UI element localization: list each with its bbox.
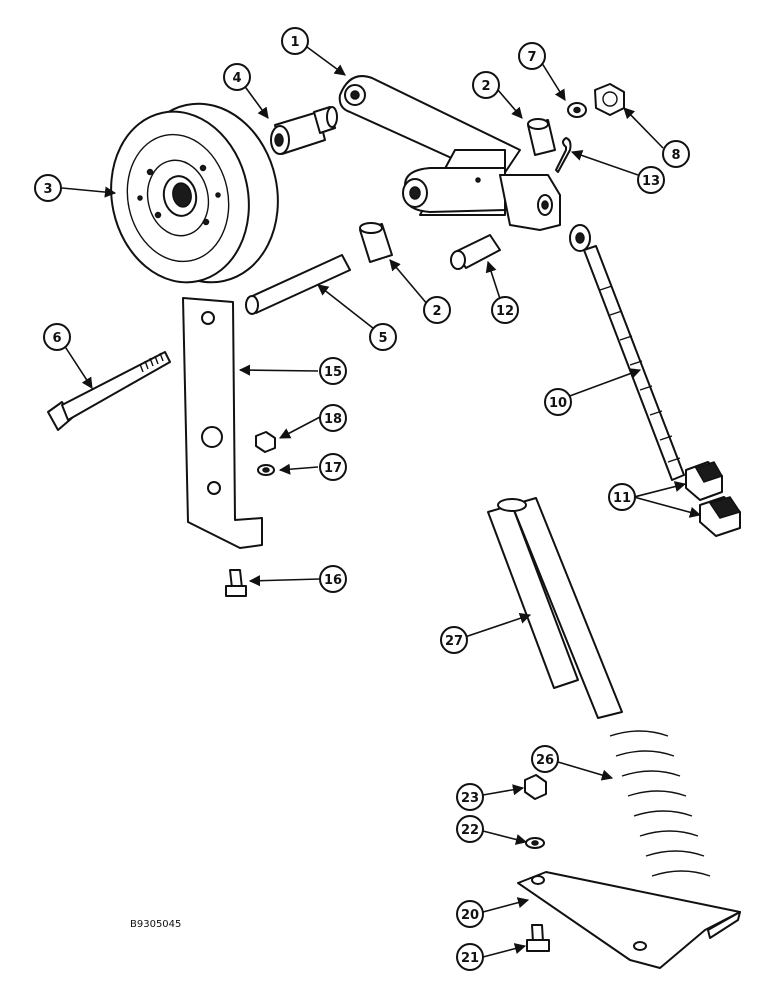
jam-nut-upper (685, 461, 724, 501)
bushing-lower (359, 222, 393, 263)
spring-guide (487, 497, 623, 719)
jam-nut-lower (699, 496, 742, 537)
callout-8: 8 (662, 140, 690, 168)
callout-2-lower: 2 (423, 296, 451, 324)
svg-text:16: 16 (324, 573, 342, 588)
pulley (110, 102, 279, 284)
callout-3: 3 (34, 174, 62, 202)
svg-text:22: 22 (461, 823, 479, 838)
callout-5: 5 (369, 323, 397, 351)
callout-1: 1 (281, 27, 309, 55)
svg-text:11: 11 (613, 491, 631, 506)
callout-21: 21 (456, 943, 484, 971)
svg-text:17: 17 (324, 461, 342, 476)
svg-text:5: 5 (378, 331, 387, 346)
compression-spring (609, 730, 711, 877)
callout-17: 17 (319, 453, 347, 481)
svg-text:23: 23 (461, 791, 479, 806)
svg-text:13: 13 (642, 174, 660, 189)
svg-text:7: 7 (527, 50, 536, 65)
lower-bracket (517, 871, 741, 969)
nut-23 (524, 774, 547, 800)
svg-text:4: 4 (232, 71, 241, 86)
svg-text:10: 10 (549, 396, 567, 411)
svg-text:3: 3 (43, 182, 52, 197)
callout-6: 66 (43, 323, 71, 351)
svg-text:26: 26 (536, 753, 554, 768)
svg-text:12: 12 (496, 304, 514, 319)
svg-text:2: 2 (432, 304, 441, 319)
callout-27: 27 (440, 626, 468, 654)
svg-text:15: 15 (324, 365, 342, 380)
callout-18: 18 (319, 404, 347, 432)
callout-26: 26 (531, 745, 559, 773)
svg-text:21: 21 (461, 951, 479, 966)
washer-22 (525, 837, 545, 849)
hex-bolt (47, 351, 171, 431)
callout-13: 13 (637, 166, 665, 194)
svg-text:1: 1 (290, 35, 299, 50)
mounting-bracket (182, 297, 263, 549)
callout-10: 10 (544, 388, 572, 416)
callout-15: 15 (319, 357, 347, 385)
cap-screw (225, 569, 247, 597)
clevis-pin (450, 234, 501, 270)
bushing-upper (527, 118, 556, 156)
svg-text:18: 18 (324, 412, 342, 427)
eye-bolt (569, 224, 685, 481)
lock-washer (567, 102, 587, 118)
hex-nut (594, 83, 625, 116)
bearing-shaft (270, 106, 338, 155)
callout-22: 22 (456, 815, 484, 843)
svg-text:8: 8 (671, 148, 680, 163)
bolt-21 (526, 924, 550, 952)
idler-arm (338, 75, 561, 231)
svg-text:2: 2 (481, 79, 490, 94)
cotter-pin (555, 137, 572, 173)
callout-20: 20 (456, 900, 484, 928)
callout-12: 12 (491, 296, 519, 324)
callout-16: 16 (319, 565, 347, 593)
callout-4: 4 (223, 63, 251, 91)
small-lock-washer (257, 464, 275, 476)
pivot-pin (245, 254, 351, 315)
callout-23: 23 (456, 783, 484, 811)
callout-2-upper: 2 (472, 71, 500, 99)
callout-7: 7 (518, 42, 546, 70)
reference-code: B9305045 (130, 919, 181, 930)
svg-text:20: 20 (461, 908, 479, 923)
callout-11: 11 (608, 483, 636, 511)
small-nut (255, 431, 276, 453)
svg-text:6: 6 (52, 331, 61, 346)
svg-text:27: 27 (445, 634, 463, 649)
